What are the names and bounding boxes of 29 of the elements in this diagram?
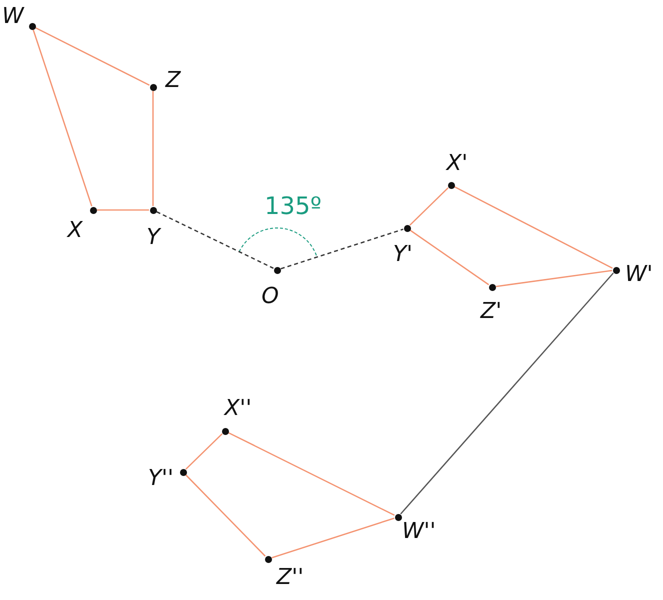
point-label: X	[68, 218, 83, 244]
point-label: Z'	[480, 299, 502, 325]
point-label: W'	[625, 262, 653, 288]
angle-label: 135º	[264, 192, 322, 220]
line-segment	[35, 27, 150, 86]
dashed-line	[280, 228, 404, 270]
point-label: Y''	[148, 466, 174, 492]
line-segment	[400, 272, 614, 514]
line-segment	[454, 186, 613, 269]
line-segment	[185, 433, 223, 470]
point-label: Z	[166, 68, 181, 94]
point-label: Z''	[276, 565, 304, 591]
point-label: Y'	[393, 242, 412, 268]
line-segment	[97, 209, 149, 211]
line-segment	[32, 30, 92, 206]
line-segment	[496, 270, 612, 288]
line-segment	[228, 432, 395, 516]
point-label: O	[262, 284, 279, 310]
line-segment	[185, 474, 266, 557]
dashed-line	[156, 211, 274, 269]
point-label: Y	[146, 225, 160, 251]
line-segment	[152, 91, 154, 206]
point-label: X''	[224, 396, 252, 422]
point-label: W''	[402, 519, 436, 545]
point-label: W	[2, 4, 24, 30]
line-segment	[410, 230, 490, 286]
line-segment	[409, 187, 449, 226]
line-segment	[272, 518, 394, 558]
point-label: X'	[446, 151, 468, 177]
